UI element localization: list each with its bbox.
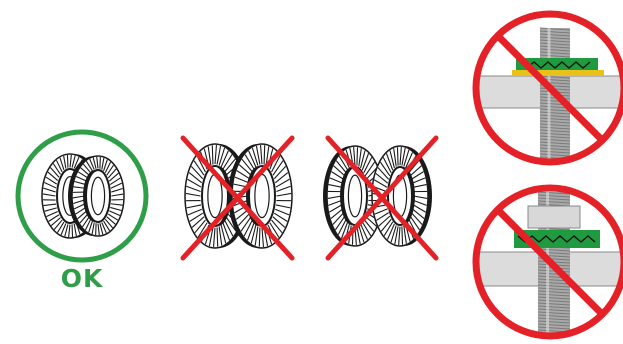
wrong-washer-pair-1 xyxy=(183,138,292,258)
wrong-washer-pair-2 xyxy=(323,138,436,258)
washer-back xyxy=(68,156,124,236)
bolt-gasket-panel-top xyxy=(470,10,623,178)
correct-washer-pair xyxy=(18,132,146,260)
ok-label: OK xyxy=(52,264,112,293)
bolt-gasket-panel-bottom xyxy=(470,184,623,340)
nut-collar xyxy=(528,206,580,228)
gasket-yellow-base xyxy=(512,70,604,76)
